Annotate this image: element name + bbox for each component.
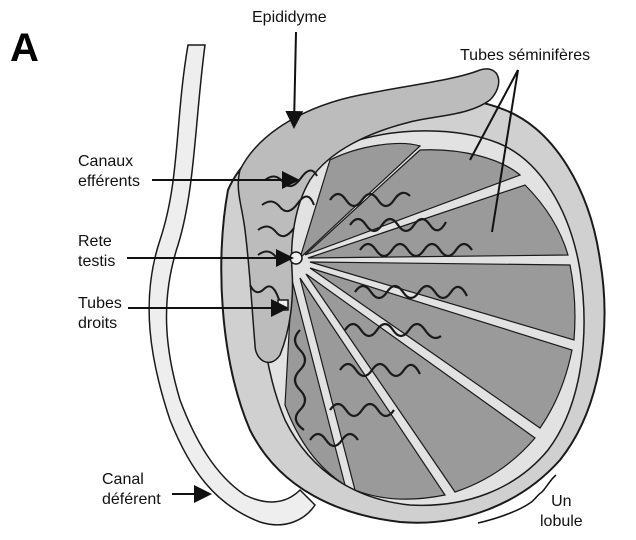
label-epididyme: Epididyme: [252, 8, 327, 28]
label-canaux-efferents: Canaux efférents: [78, 152, 140, 192]
arrow-epididyme: [294, 32, 296, 125]
label-tubes-droits: Tubes droits: [78, 294, 122, 334]
panel-letter: A: [10, 28, 39, 68]
label-canal-deferent: Canal déférent: [102, 470, 161, 510]
label-un-lobule-line2: lobule: [540, 512, 583, 532]
label-rete-testis-line1: Rete: [78, 232, 115, 252]
label-canaux-efferents-line2: efférents: [78, 172, 140, 192]
label-tubes-seminiferes: Tubes séminifères: [460, 46, 590, 66]
label-canal-deferent-line1: Canal: [102, 470, 161, 490]
label-rete-testis-line2: testis: [78, 252, 115, 272]
label-canaux-efferents-line1: Canaux: [78, 152, 140, 172]
label-un-lobule: Un lobule: [540, 492, 583, 532]
label-un-lobule-line1: Un: [540, 492, 583, 512]
label-canal-deferent-line2: déférent: [102, 490, 161, 510]
label-tubes-droits-line2: droits: [78, 314, 122, 334]
rete-testis-hub: [290, 252, 302, 264]
label-rete-testis: Rete testis: [78, 232, 115, 272]
label-tubes-droits-line1: Tubes: [78, 294, 122, 314]
